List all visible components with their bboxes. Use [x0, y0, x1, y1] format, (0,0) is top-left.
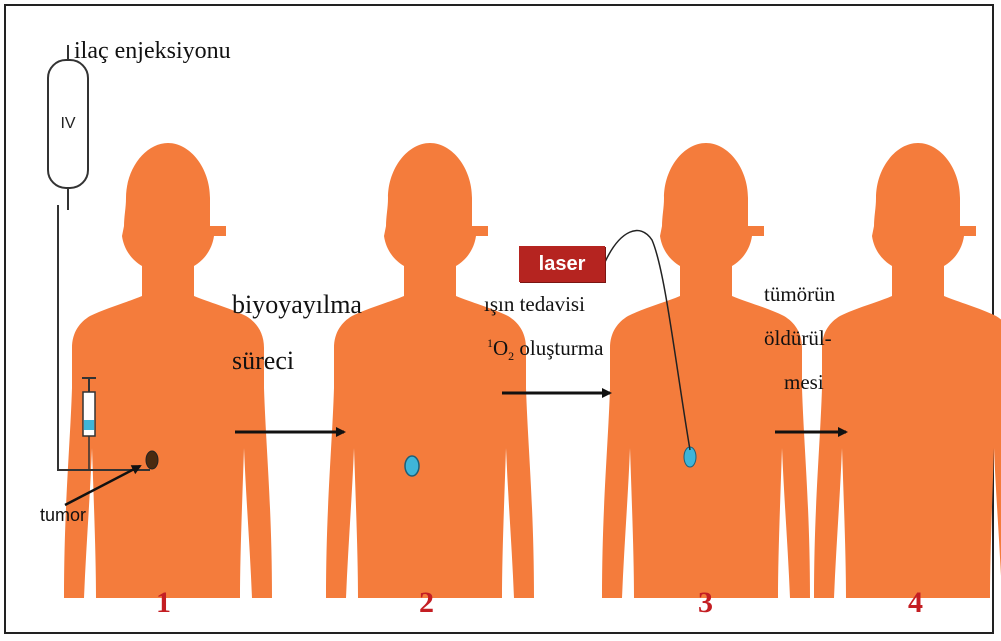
- person-figure-2: [326, 143, 534, 598]
- tumor-kill-label-line2: öldürül-: [764, 326, 832, 351]
- biodistribution-label-line2: süreci: [232, 346, 294, 376]
- tumor-mark: [146, 451, 158, 469]
- light-treatment-label: ışın tedavisi: [484, 292, 585, 317]
- photosensitizer-mark-2: [405, 456, 419, 476]
- singlet-subscript: 2: [508, 349, 514, 363]
- singlet-o: O: [493, 336, 508, 360]
- step-number-4: 4: [908, 586, 923, 620]
- person-figure-3: [602, 143, 810, 598]
- iv-label: IV: [50, 115, 86, 133]
- tumor-kill-label-line1: tümörün: [764, 282, 835, 307]
- person-figure-4: [814, 143, 1001, 598]
- tumor-kill-label-line3: mesi: [784, 370, 824, 395]
- tumor-label: tumor: [40, 505, 86, 526]
- step-number-3: 3: [698, 586, 713, 620]
- syringe-drug: [84, 420, 94, 430]
- injection-label: ilaç enjeksiyonu: [74, 38, 231, 65]
- biodistribution-label-line1: biyoyayılma: [232, 290, 362, 320]
- laser-label: laser: [519, 246, 605, 282]
- step-number-1: 1: [156, 586, 171, 620]
- step-number-2: 2: [419, 586, 434, 620]
- singlet-oxygen-text: oluşturma: [519, 336, 603, 360]
- singlet-oxygen-label: 1O2 oluşturma: [487, 336, 603, 364]
